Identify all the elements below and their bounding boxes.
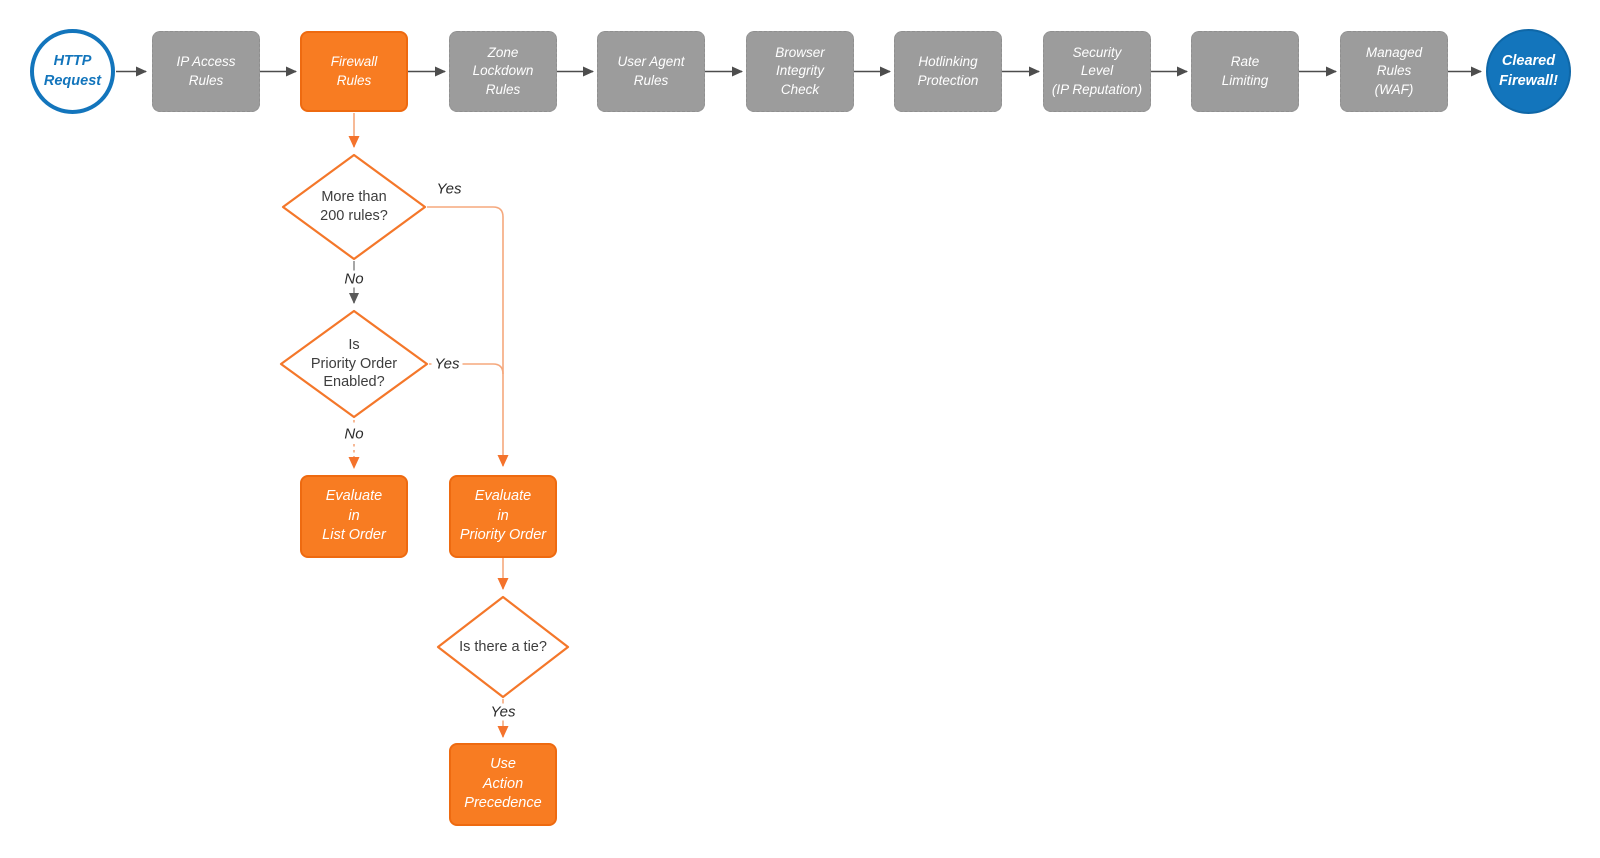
process-use-action-precedence: Use Action Precedence — [449, 743, 557, 826]
diamond-shape — [436, 595, 570, 699]
edge-label-yes-rule-count: Yes — [433, 180, 465, 198]
diamond-shape — [281, 153, 427, 261]
node-managed-rules-waf-label: Managed Rules (WAF) — [1365, 45, 1423, 97]
edge-label-yes-priority-enabled: Yes — [431, 355, 463, 373]
node-security-level: Security Level (IP Reputation) — [1043, 31, 1151, 112]
node-browser-integrity-check: Browser Integrity Check — [746, 31, 854, 112]
process-evaluate-in-list-order-label: Evaluate in List Order — [322, 488, 386, 544]
process-evaluate-in-list-order: Evaluate in List Order — [300, 475, 408, 558]
node-cleared-firewall-label: Cleared Firewall! — [1499, 52, 1558, 89]
node-ip-access-rules-label: IP Access Rules — [176, 54, 236, 88]
process-evaluate-in-priority-order: Evaluate in Priority Order — [449, 475, 557, 558]
node-zone-lockdown-rules: Zone Lockdown Rules — [449, 31, 557, 112]
node-rate-limiting-label: Rate Limiting — [1221, 54, 1269, 88]
node-zone-lockdown-rules-label: Zone Lockdown Rules — [472, 45, 534, 97]
node-hotlinking-protection: Hotlinking Protection — [894, 31, 1002, 112]
node-firewall-rules: Firewall Rules — [300, 31, 408, 112]
node-user-agent-rules-label: User Agent Rules — [617, 54, 685, 88]
edge-label-no-priority-enabled: No — [341, 425, 367, 443]
node-ip-access-rules: IP Access Rules — [152, 31, 260, 112]
node-security-level-label: Security Level (IP Reputation) — [1051, 45, 1143, 97]
node-hotlinking-protection-label: Hotlinking Protection — [917, 54, 979, 88]
node-http-request-label: HTTP Request — [43, 52, 102, 89]
decision-is-there-a-tie-label: Is there a tie? — [459, 638, 547, 655]
edge-label-no-rule-count: No — [341, 270, 367, 288]
node-managed-rules-waf: Managed Rules (WAF) — [1340, 31, 1448, 112]
decision-is-there-a-tie: Is there a tie? — [436, 595, 570, 699]
decision-more-than-200-rules: More than 200 rules? — [281, 153, 427, 261]
decision-priority-order-enabled: Is Priority Order Enabled? — [279, 309, 429, 419]
node-browser-integrity-check-label: Browser Integrity Check — [775, 45, 825, 97]
node-firewall-rules-label: Firewall Rules — [330, 54, 378, 88]
node-cleared-firewall: Cleared Firewall! — [1486, 29, 1571, 114]
node-rate-limiting: Rate Limiting — [1191, 31, 1299, 112]
node-http-request: HTTP Request — [30, 29, 115, 114]
process-evaluate-in-priority-order-label: Evaluate in Priority Order — [459, 488, 547, 544]
decision-more-than-200-rules-label: More than 200 rules? — [320, 189, 388, 224]
process-use-action-precedence-label: Use Action Precedence — [464, 756, 542, 812]
diamond-shape — [279, 309, 429, 419]
edge-label-yes-tie: Yes — [487, 703, 519, 721]
node-user-agent-rules: User Agent Rules — [597, 31, 705, 112]
decision-priority-order-enabled-label: Is Priority Order Enabled? — [310, 336, 398, 391]
